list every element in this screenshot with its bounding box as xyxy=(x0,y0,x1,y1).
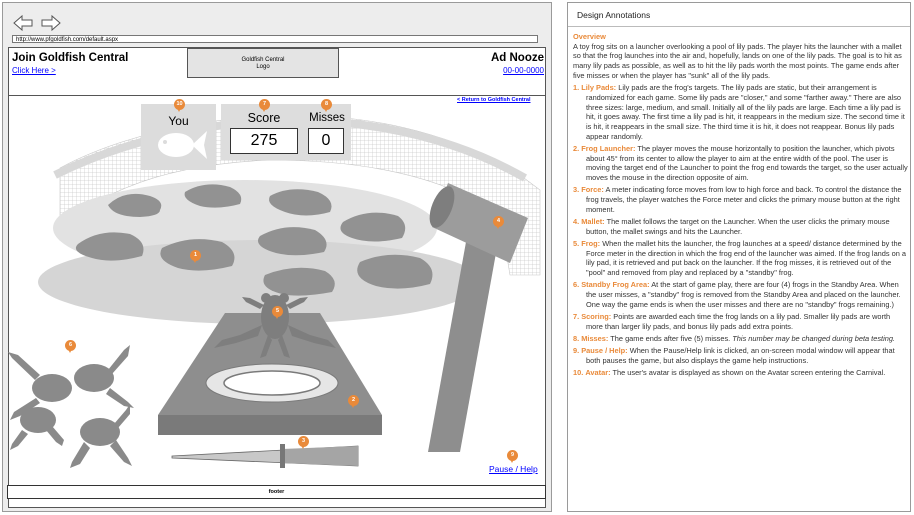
annotation-emphasis: This number may be changed during beta t… xyxy=(732,334,895,344)
annotation-number: 5. xyxy=(573,239,580,249)
callout-marker-5: 5 xyxy=(272,306,283,319)
score-label: Score xyxy=(247,111,281,125)
callout-marker-7: 7 xyxy=(259,99,270,112)
annotation-text: Points are awarded each time the frog la… xyxy=(586,312,891,331)
mallet[interactable] xyxy=(424,183,528,452)
force-meter[interactable] xyxy=(171,444,359,468)
avatar-fish-icon xyxy=(158,131,207,159)
annotation-item: 1. Lily Pads: Lily pads are the frog's t… xyxy=(573,83,909,141)
overview-title: Overview xyxy=(573,32,606,41)
pause-help-link[interactable]: Pause / Help xyxy=(489,464,538,474)
annotations-divider xyxy=(568,26,910,27)
lily-pad[interactable] xyxy=(75,232,144,261)
annotation-item: 7. Scoring: Points are awarded each time… xyxy=(573,312,909,331)
annotation-number: 8. xyxy=(573,334,580,344)
logo-line-2: Logo xyxy=(256,64,270,70)
lily-pad[interactable] xyxy=(269,189,332,216)
standby-frog xyxy=(10,407,64,450)
annotation-item: 10. Avatar: The user's avatar is display… xyxy=(573,368,909,378)
annotation-text: At the start of game play, there are fou… xyxy=(586,280,901,309)
forward-button[interactable] xyxy=(41,14,61,32)
ad-title: Ad Nooze xyxy=(490,52,544,64)
back-button[interactable] xyxy=(13,14,33,32)
logo-line-1: Goldfish Central xyxy=(241,57,285,63)
annotation-number: 10. xyxy=(573,368,584,378)
lily-pad[interactable] xyxy=(108,193,162,217)
misses-value: 0 xyxy=(308,128,344,154)
annotation-text: A meter indicating force moves from low … xyxy=(586,185,902,214)
annotations-title: Design Annotations xyxy=(577,10,651,20)
annotation-title: Frog Launcher: xyxy=(581,143,636,153)
lily-pad[interactable] xyxy=(340,212,406,242)
annotation-text: The mallet follows the target on the Lau… xyxy=(586,217,890,236)
lily-pad[interactable] xyxy=(258,227,327,256)
annotation-number: 7. xyxy=(573,312,580,322)
overview-text: A toy frog sits on a launcher overlookin… xyxy=(573,41,902,80)
annotation-number: 2. xyxy=(573,143,580,153)
annotation-item: 3. Force: A meter indicating force moves… xyxy=(573,185,909,214)
annotation-title: Misses: xyxy=(581,334,609,344)
lily-pad[interactable] xyxy=(357,254,433,289)
frog-launcher[interactable] xyxy=(158,313,382,435)
annotation-text: When the Pause/Help link is clicked, an … xyxy=(586,346,895,366)
annotation-number: 1. xyxy=(573,83,580,93)
annotation-text: Lily pads are the frog's targets. The li… xyxy=(586,83,905,141)
ad-link[interactable]: 00-00-0000 xyxy=(503,66,544,75)
annotation-text: The player moves the mouse horizontally … xyxy=(586,143,908,183)
annotation-title: Lily Pads: xyxy=(581,83,617,93)
browser-nav xyxy=(13,14,61,32)
annotation-item: 6. Standby Frog Area: At the start of ga… xyxy=(573,280,909,309)
annotation-title: Scoring: xyxy=(581,312,612,322)
annotation-item: 4. Mallet: The mallet follows the target… xyxy=(573,217,909,236)
you-label: You xyxy=(168,114,189,128)
standby-frog xyxy=(8,352,72,420)
callout-marker-1: 1 xyxy=(190,250,201,263)
site-logo: Goldfish Central Logo xyxy=(187,48,339,78)
lily-pad[interactable] xyxy=(184,184,242,208)
header-divider xyxy=(8,95,546,96)
callout-marker-4: 4 xyxy=(493,216,504,229)
standby-frog-area xyxy=(8,345,134,468)
annotation-title: Frog: xyxy=(581,239,601,249)
annotation-number: 3. xyxy=(573,185,580,195)
callout-marker-3: 3 xyxy=(298,436,309,449)
annotation-text: When the mallet hits the launcher, the f… xyxy=(586,239,907,278)
standby-frog xyxy=(70,404,132,468)
callout-marker-2: 2 xyxy=(348,395,359,408)
annotations-panel xyxy=(567,2,911,512)
annotation-item: 5. Frog: When the mallet hits the launch… xyxy=(573,239,909,278)
annotations-list: Overview A toy frog sits on a launcher o… xyxy=(573,32,909,381)
callout-marker-9: 9 xyxy=(507,450,518,463)
arrow-left-icon xyxy=(13,14,33,32)
annotation-number: 4. xyxy=(573,217,580,227)
annotation-title: Force: xyxy=(581,185,604,195)
annotation-title: Mallet: xyxy=(581,217,605,227)
annotation-number: 6. xyxy=(573,280,580,290)
score-value: 275 xyxy=(230,128,298,154)
annotation-item: 8. Misses: The game ends after five (5) … xyxy=(573,334,909,344)
site-title: Join Goldfish Central xyxy=(12,52,129,64)
arrow-right-icon xyxy=(41,14,61,32)
callout-marker-8: 8 xyxy=(321,99,332,112)
annotation-text: The user's avatar is displayed as shown … xyxy=(612,368,886,378)
annotation-text: The game ends after five (5) misses. xyxy=(610,334,731,344)
address-bar[interactable]: http://www.pfgoldfish.com/default.aspx xyxy=(12,35,538,43)
misses-label: Misses xyxy=(309,112,345,124)
callout-marker-10: 10 xyxy=(174,99,185,112)
standby-frog xyxy=(74,345,134,408)
annotation-title: Avatar: xyxy=(585,368,611,378)
click-here-link[interactable]: Click Here > xyxy=(12,66,56,75)
annotation-title: Standby Frog Area: xyxy=(581,280,650,290)
annotation-title: Pause / Help: xyxy=(581,346,628,356)
annotation-item: 2. Frog Launcher: The player moves the m… xyxy=(573,144,909,183)
lily-pad[interactable] xyxy=(263,267,335,296)
annotation-number: 9. xyxy=(573,346,580,356)
callout-marker-6: 6 xyxy=(65,340,76,353)
game-scene[interactable] xyxy=(0,0,552,515)
annotation-item: 9. Pause / Help: When the Pause/Help lin… xyxy=(573,346,909,365)
return-link[interactable]: < Return to Goldfish Central xyxy=(457,97,531,103)
page-footer: footer xyxy=(7,485,546,499)
